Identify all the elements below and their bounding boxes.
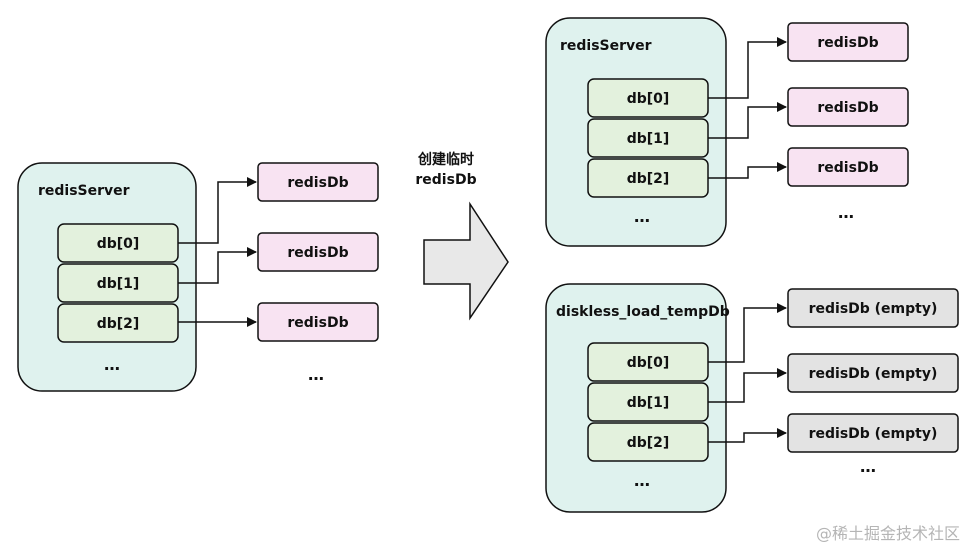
right-top-slot-2-label: db[2] bbox=[627, 171, 670, 187]
right-top-targets-ellipsis: … bbox=[838, 203, 854, 222]
left-slot-1-label: db[1] bbox=[97, 276, 140, 292]
right-bottom-target-0 bbox=[787, 288, 959, 328]
right-top-server-title: redisServer bbox=[560, 38, 652, 54]
left-connector-1 bbox=[178, 247, 257, 284]
left-target-1-label: redisDb bbox=[287, 245, 348, 261]
right-top-target-2 bbox=[787, 147, 909, 187]
right-bottom-slot-2-label: db[2] bbox=[627, 435, 670, 451]
left-slot-0-label: db[0] bbox=[97, 236, 140, 252]
right-top-connector-1 bbox=[708, 102, 787, 139]
right-bottom-connector-0 bbox=[708, 303, 787, 363]
arrow-label-line2: redisDb bbox=[415, 172, 476, 188]
right-bottom-slot-1-label: db[1] bbox=[627, 395, 670, 411]
right-bottom-target-2 bbox=[787, 413, 959, 453]
right-top-connector-0 bbox=[708, 37, 787, 99]
right-top-target-1-label: redisDb bbox=[817, 100, 878, 116]
right-bottom-target-2-label: redisDb (empty) bbox=[809, 426, 938, 442]
right-bottom-slots-ellipsis: … bbox=[634, 471, 650, 490]
right-bottom-target-1-label: redisDb (empty) bbox=[809, 366, 938, 382]
left-target-2-label: redisDb bbox=[287, 315, 348, 331]
right-bottom-server-title: diskless_load_tempDb bbox=[556, 304, 730, 320]
left-target-2 bbox=[257, 302, 379, 342]
right-bottom-target-1 bbox=[787, 353, 959, 393]
right-top-target-0 bbox=[787, 22, 909, 62]
left-target-0 bbox=[257, 162, 379, 202]
right-top-target-1 bbox=[787, 87, 909, 127]
left-slots-ellipsis: … bbox=[104, 355, 120, 374]
right-top-target-0-label: redisDb bbox=[817, 35, 878, 51]
right-bottom-connector-2 bbox=[708, 428, 787, 443]
left-target-0-label: redisDb bbox=[287, 175, 348, 191]
arrow-label-line1: 创建临时 bbox=[417, 151, 474, 168]
right-top-connector-2 bbox=[708, 162, 787, 179]
transition-arrow-group: 创建临时 redisDb bbox=[415, 151, 509, 321]
left-server-title: redisServer bbox=[38, 183, 130, 199]
right-bottom-server-group: diskless_load_tempDb db[0] db[1] db[2] …… bbox=[545, 283, 959, 513]
left-slot-2 bbox=[57, 303, 179, 343]
right-bottom-targets-ellipsis: … bbox=[860, 457, 876, 476]
right-top-slots-ellipsis: … bbox=[634, 207, 650, 226]
transition-arrow-shape bbox=[423, 201, 509, 321]
right-top-slot-0-label: db[0] bbox=[627, 91, 670, 107]
right-bottom-target-0-label: redisDb (empty) bbox=[809, 301, 938, 317]
left-target-1 bbox=[257, 232, 379, 272]
watermark: @稀土掘金技术社区 bbox=[815, 524, 960, 543]
right-top-server-group: redisServer db[0] db[1] db[2] … redisDb … bbox=[545, 17, 909, 247]
left-server-group: redisServer db[0] db[1] db[2] … redisDb … bbox=[17, 162, 379, 392]
left-targets-ellipsis: … bbox=[308, 365, 324, 384]
right-top-slot-1-label: db[1] bbox=[627, 131, 670, 147]
left-slot-2-label: db[2] bbox=[97, 316, 140, 332]
right-top-target-2-label: redisDb bbox=[817, 160, 878, 176]
right-bottom-slot-0-label: db[0] bbox=[627, 355, 670, 371]
left-connector-0 bbox=[178, 177, 257, 244]
right-bottom-connector-1 bbox=[708, 368, 787, 403]
